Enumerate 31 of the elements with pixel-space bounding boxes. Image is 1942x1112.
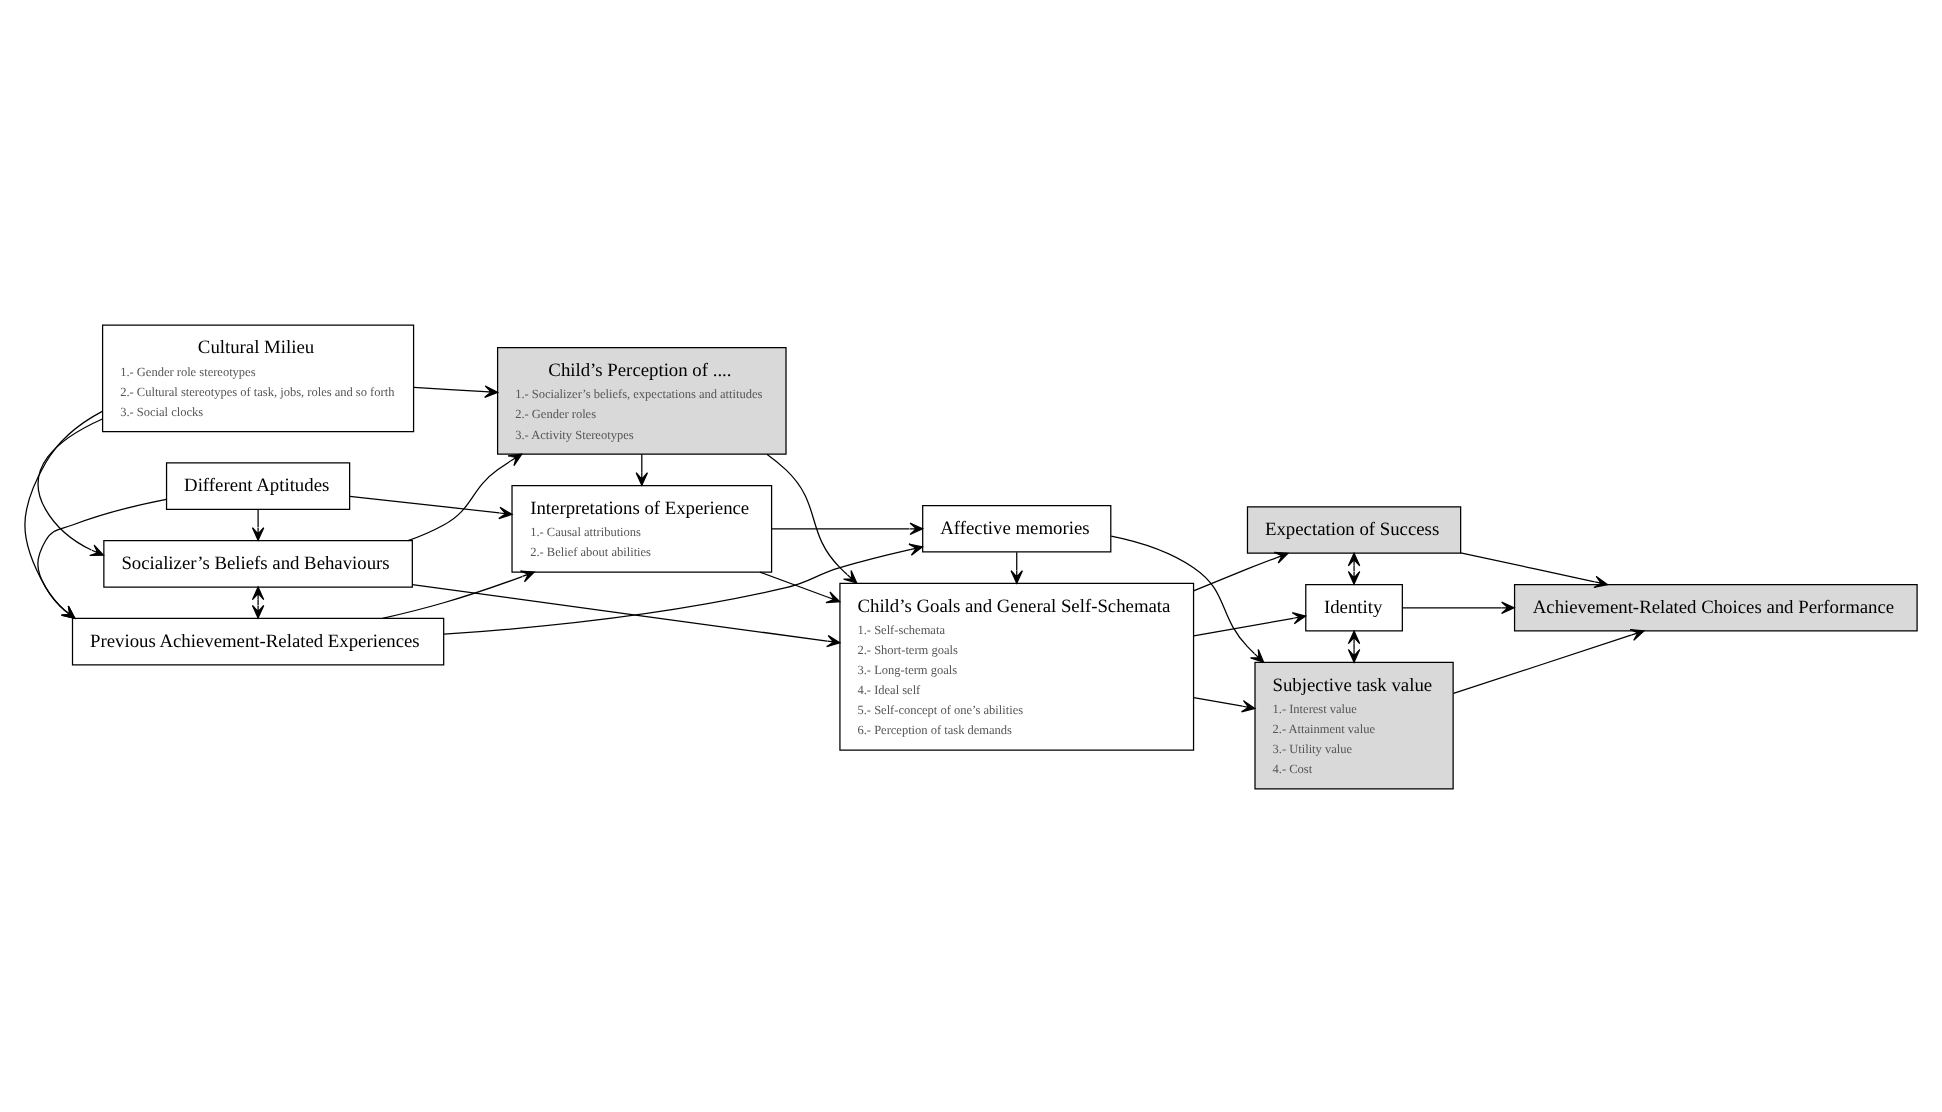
- arrow: [1110, 534, 1265, 662]
- node-box: Affective memories: [922, 503, 1112, 552]
- arrow: [1193, 611, 1307, 636]
- arrow: [1460, 551, 1608, 588]
- node-box: Socializer’s Beliefs and Behaviours: [103, 539, 413, 587]
- node-box: Previous Achievement-Related Experiences: [71, 616, 445, 665]
- arrow: [1010, 550, 1023, 583]
- arrow: [635, 452, 649, 485]
- arrow: [1193, 550, 1289, 591]
- arrow: [1347, 551, 1361, 584]
- arrow: [771, 521, 924, 535]
- arrow: [1193, 696, 1256, 712]
- arrow: [37, 417, 105, 556]
- node-box: Achievement-Related Choices and Performance: [1513, 582, 1918, 631]
- node-box: Expectation of Success: [1246, 505, 1462, 553]
- arrow: [1347, 629, 1361, 662]
- arrow: [1402, 600, 1515, 614]
- arrow: [349, 494, 513, 519]
- arrow: [413, 384, 499, 397]
- arrow: [443, 542, 924, 634]
- arrow: [37, 497, 167, 618]
- arrow: [1452, 627, 1645, 694]
- arrow: [759, 570, 841, 603]
- arrow: [24, 409, 103, 618]
- arrow: [251, 507, 265, 540]
- arrow: [251, 585, 265, 618]
- arrow: [411, 583, 841, 647]
- arrow: [407, 452, 523, 541]
- node-box: Identity: [1305, 582, 1403, 631]
- arrow: [766, 452, 858, 583]
- node-box: Different Aptitudes: [165, 461, 351, 509]
